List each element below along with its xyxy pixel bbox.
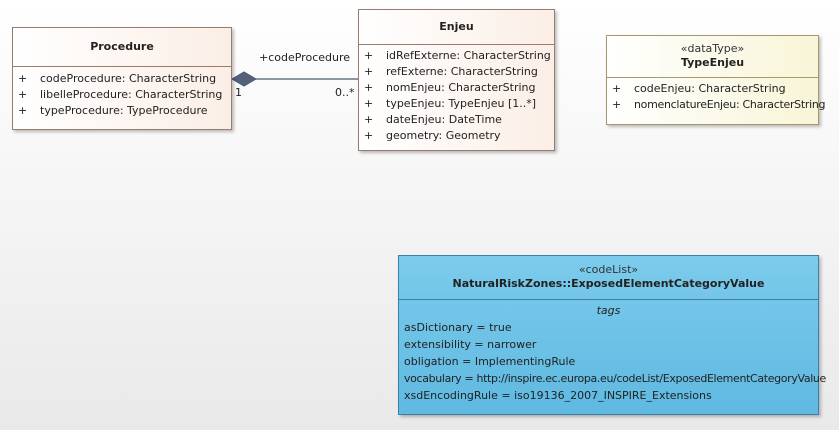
visibility-marker: + — [364, 81, 374, 94]
source-multiplicity: 1 — [235, 86, 242, 99]
visibility-marker: + — [612, 98, 622, 111]
procedure-class[interactable]: Procedure + codeProcedure: CharacterStri… — [12, 27, 232, 130]
visibility-marker: + — [18, 104, 28, 117]
class-name: Procedure — [90, 40, 154, 53]
tag-row[interactable]: obligation = ImplementingRule — [404, 355, 576, 368]
attribute-text: nomenclatureEnjeu: CharacterString — [634, 98, 826, 111]
composition-diamond — [231, 71, 257, 87]
visibility-marker: + — [364, 129, 374, 142]
type-enjeu-datatype[interactable]: «dataType» TypeEnjeu + codeEnjeu: Charac… — [606, 35, 826, 125]
attribute-text: libelleProcedure: CharacterString — [40, 88, 223, 101]
type-enjeu-header: «dataType» TypeEnjeu — [607, 36, 818, 78]
tag-row[interactable]: extensibility = narrower — [404, 338, 537, 351]
tag-row[interactable]: asDictionary = true — [404, 321, 512, 334]
attribute-row[interactable]: + idRefExterne: CharacterString — [359, 48, 554, 64]
visibility-marker: + — [612, 82, 622, 95]
target-multiplicity: 0..* — [335, 86, 355, 99]
attribute-text: codeProcedure: CharacterString — [40, 72, 217, 85]
visibility-marker: + — [364, 49, 374, 62]
visibility-marker: + — [364, 65, 374, 78]
enjeu-class[interactable]: Enjeu + idRefExterne: CharacterString + … — [358, 9, 555, 151]
attribute-row[interactable]: + refExterne: CharacterString — [359, 64, 554, 80]
attribute-text: dateEnjeu: DateTime — [386, 113, 502, 126]
attribute-row[interactable]: + codeProcedure: CharacterString — [13, 71, 231, 87]
enjeu-header: Enjeu — [359, 10, 554, 45]
attribute-text: nomEnjeu: CharacterString — [386, 81, 536, 94]
attribute-row[interactable]: + libelleProcedure: CharacterString — [13, 87, 231, 103]
class-name: TypeEnjeu — [680, 56, 745, 69]
attribute-row[interactable]: + codeEnjeu: CharacterString — [607, 81, 818, 97]
visibility-marker: + — [364, 97, 374, 110]
class-name: Enjeu — [439, 20, 474, 33]
attribute-row[interactable]: + typeProcedure: TypeProcedure — [13, 103, 231, 119]
visibility-marker: + — [18, 72, 28, 85]
stereotype-label: «dataType» — [680, 42, 745, 55]
attribute-text: typeEnjeu: TypeEnjeu [1..*] — [386, 97, 537, 110]
attribute-text: codeEnjeu: CharacterString — [634, 82, 786, 95]
tag-row[interactable]: vocabulary = http://inspire.ec.europa.eu… — [404, 372, 826, 385]
attribute-list: + codeProcedure: CharacterString + libel… — [13, 67, 231, 119]
tag-row[interactable]: xsdEncodingRule = iso19136_2007_INSPIRE_… — [404, 389, 712, 402]
class-name: NaturalRiskZones::ExposedElementCategory… — [452, 277, 765, 290]
visibility-marker: + — [18, 88, 28, 101]
exposed-element-codelist[interactable]: «codeList» NaturalRiskZones::ExposedElem… — [398, 255, 826, 415]
attribute-text: geometry: Geometry — [386, 129, 501, 142]
attribute-text: idRefExterne: CharacterString — [386, 49, 551, 62]
attribute-row[interactable]: + dateEnjeu: DateTime — [359, 112, 554, 128]
attribute-text: refExterne: CharacterString — [386, 65, 538, 78]
procedure-header: Procedure — [13, 28, 231, 67]
attribute-row[interactable]: + nomenclatureEnjeu: CharacterString — [607, 97, 826, 113]
attribute-text: typeProcedure: TypeProcedure — [40, 104, 208, 117]
stereotype-label: «codeList» — [578, 263, 639, 276]
attribute-row[interactable]: + nomEnjeu: CharacterString — [359, 80, 554, 96]
attribute-list: + codeEnjeu: CharacterString + nomenclat… — [607, 78, 826, 113]
visibility-marker: + — [364, 113, 374, 126]
attribute-row[interactable]: + typeEnjeu: TypeEnjeu [1..*] — [359, 96, 554, 112]
association-role-label: +codeProcedure — [259, 51, 351, 64]
tags-section-title: tags — [596, 304, 621, 317]
codelist-header: «codeList» NaturalRiskZones::ExposedElem… — [399, 256, 818, 300]
attribute-list: + idRefExterne: CharacterString + refExt… — [359, 45, 554, 144]
attribute-row[interactable]: + geometry: Geometry — [359, 128, 554, 144]
